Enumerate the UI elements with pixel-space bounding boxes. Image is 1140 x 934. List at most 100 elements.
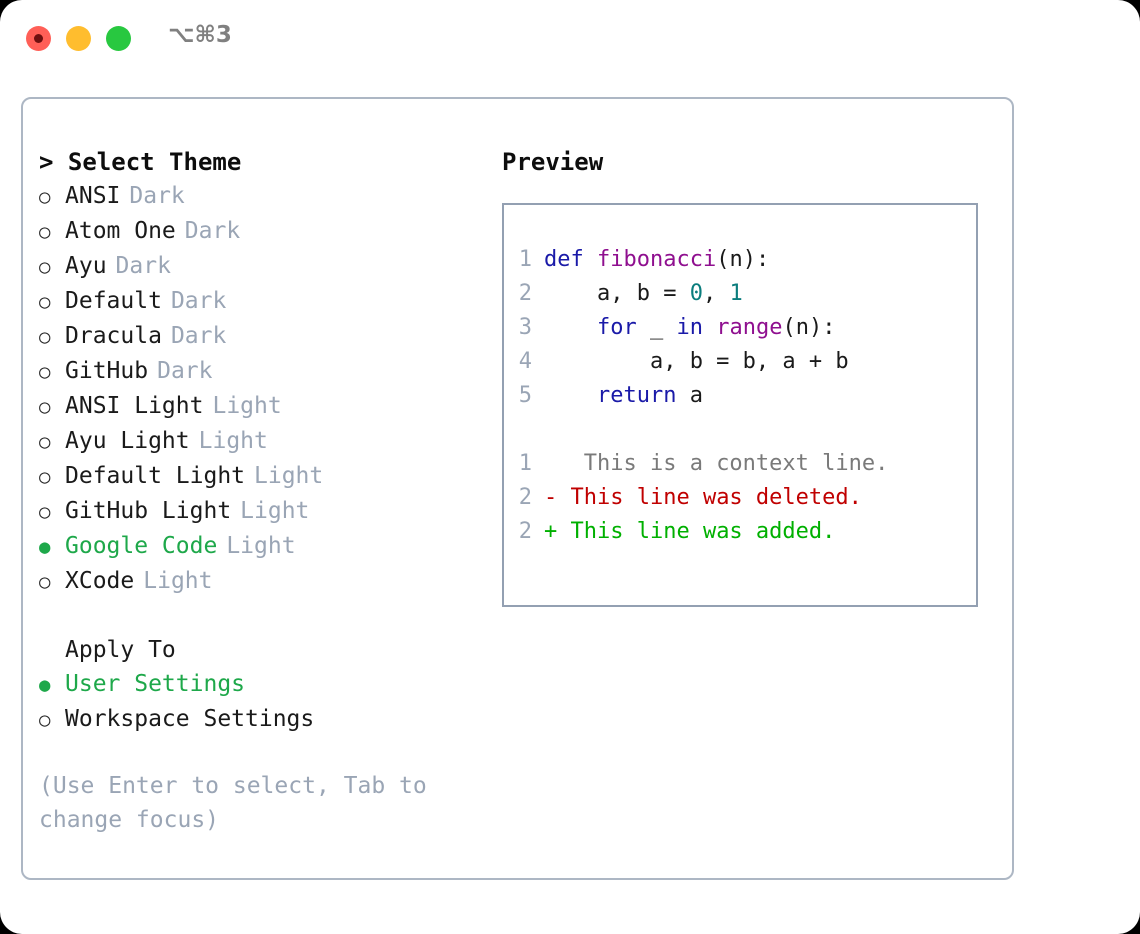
apply-to-option-list: ● User Settings ○Workspace Settings: [39, 667, 479, 737]
apply-to-option-workspace-settings[interactable]: ○Workspace Settings: [39, 702, 479, 737]
diff-marker: -: [544, 485, 558, 510]
section-spacer: [39, 599, 479, 633]
close-window-button[interactable]: [26, 26, 51, 51]
code-line-number: 2: [518, 281, 532, 306]
code-token: return: [596, 383, 677, 408]
code-line-content: a, b = 0, 1: [544, 277, 743, 311]
theme-option-variant: Dark: [115, 253, 171, 279]
code-line: 3 for _ in range(n):: [504, 311, 976, 345]
diff-line-number: 2: [518, 485, 532, 510]
theme-option-variant: Light: [240, 498, 310, 524]
diff-marker: +: [544, 519, 558, 544]
apply-to-option-label: User Settings: [65, 671, 246, 697]
code-line-number: 5: [518, 383, 532, 408]
code-line: 4 a, b = b, a + b: [504, 345, 976, 379]
theme-option-ansi[interactable]: ○ ANSI Dark: [39, 179, 479, 214]
theme-option-dracula[interactable]: ○ Dracula Dark: [39, 319, 479, 354]
radio-unselected-icon: ○: [39, 186, 51, 208]
diff-line: 1 This is a context line.: [504, 447, 976, 481]
code-token: for: [596, 315, 637, 340]
theme-option-github-light[interactable]: ○ GitHub Light Light: [39, 494, 479, 529]
apply-to-option-user-settings[interactable]: ● User Settings: [39, 667, 479, 702]
theme-option-label: Default: [65, 288, 162, 314]
theme-option-label: Google Code: [65, 533, 218, 559]
keyboard-shortcut-label: ⌥⌘3: [168, 22, 232, 48]
theme-option-label: ANSI Light: [65, 393, 204, 419]
code-token: [584, 247, 597, 272]
theme-option-variant: Light: [212, 393, 282, 419]
diff-line-number: 1: [518, 451, 532, 476]
radio-selected-icon: ●: [39, 674, 51, 696]
diff-line-content: This is a context line.: [557, 451, 889, 476]
theme-option-label: Dracula: [65, 323, 162, 349]
apply-to-option-label: Workspace Settings: [65, 706, 315, 732]
radio-unselected-icon: ○: [39, 431, 51, 453]
code-diff-separator: [504, 413, 976, 447]
code-line-content: a, b = b, a + b: [544, 345, 849, 379]
code-line: 2 a, b = 0, 1: [504, 277, 976, 311]
code-line: 5 return a: [504, 379, 976, 413]
code-line-number: 4: [518, 349, 532, 374]
radio-unselected-icon: ○: [39, 326, 51, 348]
code-token: [703, 315, 716, 340]
code-token: range: [716, 315, 783, 340]
theme-option-label: Atom One: [65, 218, 176, 244]
code-token: def: [544, 247, 584, 272]
radio-unselected-icon: ○: [39, 501, 51, 523]
theme-option-variant: Light: [198, 428, 268, 454]
theme-option-label: ANSI: [65, 183, 121, 209]
minimize-window-button[interactable]: [66, 26, 91, 51]
preview-heading: Preview: [502, 148, 604, 176]
code-line-number: 1: [518, 247, 532, 272]
theme-option-variant: Dark: [184, 218, 241, 244]
diff-line: 2+ This line was added.: [504, 515, 976, 549]
theme-option-label: Ayu: [65, 253, 107, 279]
code-token: _: [636, 315, 677, 340]
radio-selected-icon: ●: [39, 536, 51, 558]
theme-option-atom-one[interactable]: ○ Atom One Dark: [39, 214, 479, 249]
code-line-content: return a: [544, 379, 703, 413]
code-line: 1 def fibonacci(n):: [504, 243, 976, 277]
code-token: a, b =: [544, 281, 690, 306]
maximize-window-button[interactable]: [106, 26, 131, 51]
code-token: a, b = b, a + b: [544, 349, 849, 374]
diff-line: 2- This line was deleted.: [504, 481, 976, 515]
radio-unselected-icon: ○: [39, 466, 51, 488]
theme-option-variant: Dark: [170, 288, 227, 314]
diff-line-content: This line was added.: [557, 519, 836, 544]
code-token: [544, 383, 597, 408]
radio-unselected-icon: ○: [39, 361, 51, 383]
diff-marker: [544, 447, 557, 481]
window-titlebar: ⌥⌘3: [0, 0, 1140, 78]
theme-option-label: GitHub Light: [65, 498, 232, 524]
code-line-content: def fibonacci(n):: [544, 243, 769, 277]
keyboard-hint-text: (Use Enter to select, Tab to change focu…: [39, 773, 427, 833]
radio-unselected-icon: ○: [39, 221, 51, 243]
theme-option-variant: Dark: [170, 323, 227, 349]
diff-sample: 1 This is a context line.2- This line wa…: [504, 447, 976, 549]
theme-option-variant: Light: [254, 463, 324, 489]
code-line-content: for _ in range(n):: [544, 311, 835, 345]
code-token: ,: [702, 281, 730, 306]
radio-unselected-icon: ○: [39, 571, 51, 593]
theme-option-variant: Dark: [129, 183, 185, 209]
theme-option-label: Default Light: [65, 463, 246, 489]
apply-to-heading: Apply To: [65, 637, 176, 663]
code-line-number: 3: [518, 315, 532, 340]
theme-option-default-light[interactable]: ○ Default Light Light: [39, 459, 479, 494]
theme-option-variant: Dark: [157, 358, 213, 384]
theme-option-label: XCode: [65, 568, 135, 594]
